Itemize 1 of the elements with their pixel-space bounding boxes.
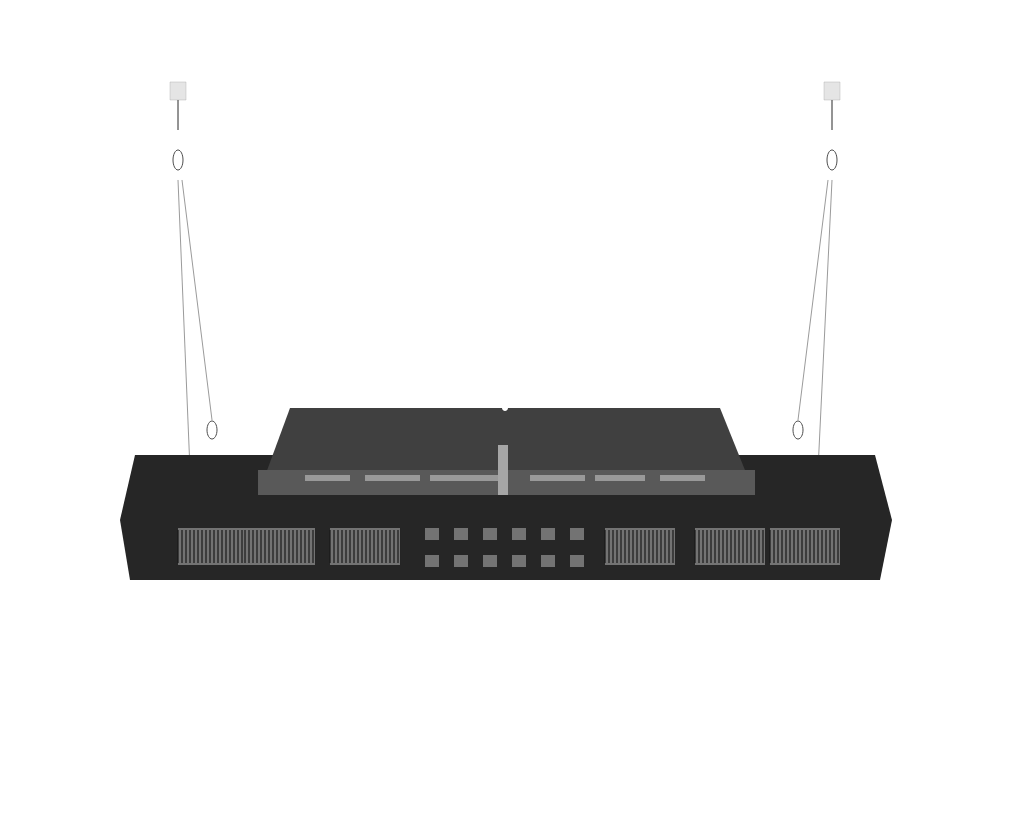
- light-fixture-drawing: [120, 81, 892, 580]
